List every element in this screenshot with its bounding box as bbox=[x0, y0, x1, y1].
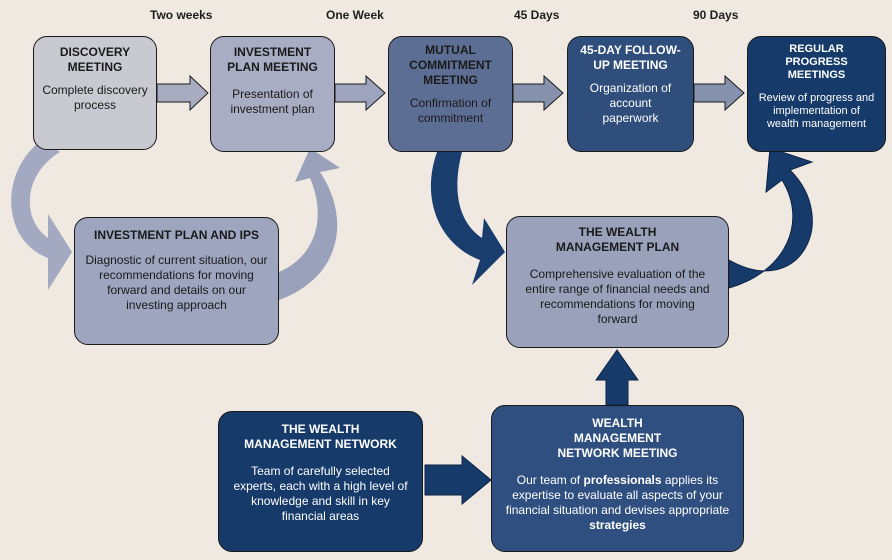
investment-plan-meeting-title: INVESTMENT PLAN MEETING bbox=[227, 45, 318, 74]
network-meeting-desc-part1: Our team of bbox=[516, 473, 584, 487]
arrow-followup-to-progress bbox=[693, 74, 745, 112]
investment-plan-ips-title: INVESTMENT PLAN AND IPS bbox=[94, 228, 259, 242]
regular-progress-desc: Review of progress and implementation of… bbox=[758, 92, 875, 130]
wealth-management-plan-box: THE WEALTH MANAGEMENT PLAN Comprehensive… bbox=[506, 216, 729, 348]
timeline-two-weeks: Two weeks bbox=[150, 8, 213, 22]
network-meeting-desc-bold2: strategies bbox=[589, 518, 646, 532]
curve-arrow-wmplan-to-progress bbox=[728, 147, 814, 289]
wealth-management-network-box: THE WEALTH MANAGEMENT NETWORK Team of ca… bbox=[218, 411, 423, 552]
wealth-management-network-desc: Team of carefully selected experts, each… bbox=[233, 464, 408, 523]
wealth-management-plan-desc: Comprehensive evaluation of the entire r… bbox=[525, 267, 710, 326]
mutual-commitment-desc: Confirmation of commitment bbox=[409, 96, 492, 125]
network-meeting-desc-bold1: professionals bbox=[583, 473, 662, 487]
wealth-management-plan-title: THE WEALTH MANAGEMENT PLAN bbox=[555, 225, 680, 254]
arrow-network-to-meeting bbox=[424, 454, 492, 506]
discovery-meeting-title: DISCOVERY MEETING bbox=[59, 45, 131, 74]
mutual-commitment-box: MUTUAL COMMITMENT MEETING Confirmation o… bbox=[388, 36, 513, 152]
discovery-meeting-desc: Complete discovery process bbox=[42, 83, 148, 112]
followup-45-box: 45-DAY FOLLOW-UP MEETING Organization of… bbox=[567, 36, 694, 152]
arrow-commitment-to-followup bbox=[512, 74, 564, 112]
investment-plan-meeting-box: INVESTMENT PLAN MEETING Presentation of … bbox=[210, 36, 335, 152]
network-meeting-title: WEALTH MANAGEMENT NETWORK MEETING bbox=[557, 416, 678, 460]
network-meeting-desc: Our team of professionals applies its ex… bbox=[504, 473, 731, 533]
followup-45-title: 45-DAY FOLLOW-UP MEETING bbox=[580, 43, 681, 72]
investment-plan-meeting-desc: Presentation of investment plan bbox=[230, 87, 315, 116]
curve-arrow-ips-to-plan bbox=[279, 148, 340, 300]
timeline-45-days: 45 Days bbox=[514, 8, 560, 22]
timeline-one-week: One Week bbox=[326, 8, 384, 22]
timeline-90-days: 90 Days bbox=[693, 8, 739, 22]
arrow-discovery-to-plan bbox=[156, 74, 209, 112]
followup-45-desc: Organization of account paperwork bbox=[589, 81, 672, 125]
arrow-meeting-to-wmplan bbox=[595, 349, 639, 406]
investment-plan-ips-box: INVESTMENT PLAN AND IPS Diagnostic of cu… bbox=[74, 217, 279, 345]
curve-arrow-commitment-to-wmplan bbox=[430, 152, 505, 285]
network-meeting-desc-part2: applies its expertise to evaluate all as… bbox=[505, 473, 730, 517]
network-meeting-box: WEALTH MANAGEMENT NETWORK MEETING Our te… bbox=[491, 405, 744, 552]
mutual-commitment-title: MUTUAL COMMITMENT MEETING bbox=[409, 43, 492, 87]
regular-progress-title: REGULAR PROGRESS MEETINGS bbox=[785, 43, 848, 81]
curve-arrow-discovery-to-ips bbox=[11, 140, 72, 290]
investment-plan-ips-desc: Diagnostic of current situation, our rec… bbox=[85, 253, 268, 312]
discovery-meeting-box: DISCOVERY MEETING Complete discovery pro… bbox=[33, 36, 157, 150]
regular-progress-box: REGULAR PROGRESS MEETINGS Review of prog… bbox=[747, 36, 886, 152]
wealth-management-network-title: THE WEALTH MANAGEMENT NETWORK bbox=[244, 422, 397, 451]
arrow-plan-to-commitment bbox=[334, 74, 386, 112]
